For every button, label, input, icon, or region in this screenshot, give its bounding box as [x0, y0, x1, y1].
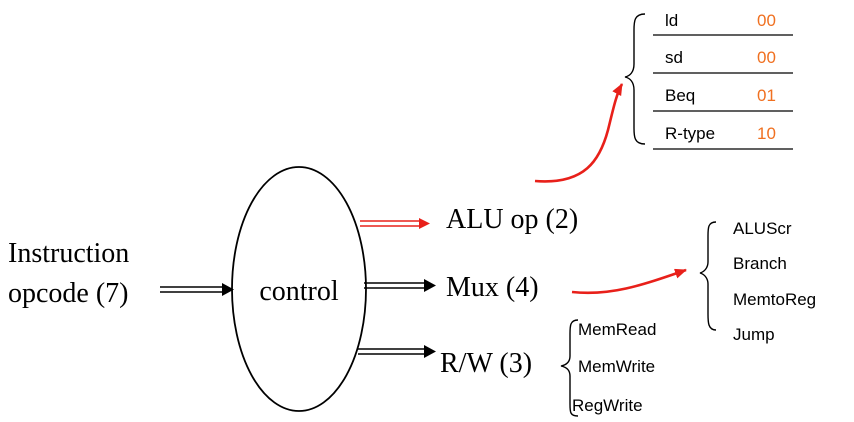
- rw-signals-brace: [560, 319, 579, 417]
- list-item: ALUScr: [733, 219, 792, 238]
- mux-signals-brace: [699, 221, 717, 331]
- rw-signals-list: MemRead MemWrite RegWrite: [572, 320, 656, 415]
- mux-arrow: [364, 279, 436, 292]
- table-cell-op: Beq: [665, 86, 695, 105]
- control-label: control: [259, 276, 339, 307]
- input-label-line1: Instruction: [8, 238, 129, 269]
- table-cell-code: 01: [757, 86, 776, 105]
- table-cell-op: sd: [665, 48, 683, 67]
- list-item: RegWrite: [572, 396, 643, 415]
- mux-to-signals-arrow: [571, 268, 687, 295]
- mux-label: Mux (4): [446, 272, 539, 303]
- table-cell-code: 10: [757, 124, 776, 143]
- alu-op-table: ld 00 sd 00 Beq 01 R-type 10: [653, 11, 793, 150]
- table-cell-op: ld: [665, 11, 678, 30]
- list-item: Jump: [733, 325, 775, 344]
- list-item: MemWrite: [578, 357, 655, 376]
- rw-label: R/W (3): [440, 348, 532, 379]
- list-item: MemRead: [578, 320, 656, 339]
- alu-table-brace: [624, 13, 646, 145]
- alu-op-arrow: [360, 218, 430, 229]
- list-item: MemtoReg: [733, 290, 816, 309]
- table-cell-code: 00: [757, 48, 776, 67]
- mux-signals-list: ALUScr Branch MemtoReg Jump: [733, 219, 816, 344]
- input-label-line2: opcode (7): [8, 278, 129, 309]
- alu-op-label: ALU op (2): [446, 204, 578, 235]
- rw-arrow: [358, 345, 436, 358]
- control-unit-ellipse: [231, 166, 367, 412]
- table-cell-op: R-type: [665, 124, 715, 143]
- input-arrow: [160, 283, 234, 296]
- list-item: Branch: [733, 254, 787, 273]
- table-cell-code: 00: [757, 11, 776, 30]
- alu-to-table-arrow: [534, 83, 624, 183]
